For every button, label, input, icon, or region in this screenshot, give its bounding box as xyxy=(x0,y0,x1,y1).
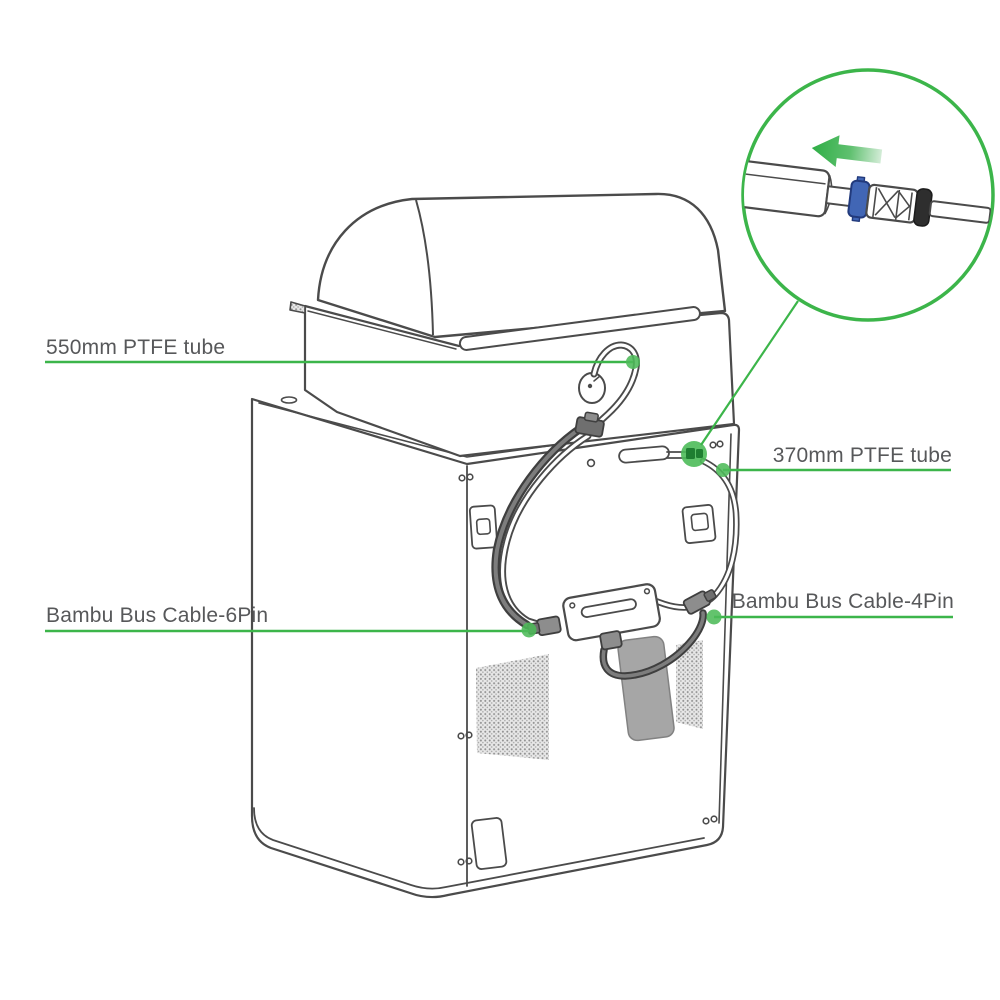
vent-grille-left xyxy=(476,654,549,760)
cable-clip xyxy=(574,411,605,438)
ams-dome xyxy=(316,192,727,339)
dot-550 xyxy=(626,355,640,369)
label-bambu-bus-cable-4pin: Bambu Bus Cable-4Pin xyxy=(731,590,954,613)
dot-6pin xyxy=(521,622,537,638)
hub-bottom-port xyxy=(599,630,623,651)
label-370mm-ptfe-tube: 370mm PTFE tube xyxy=(772,444,952,467)
hub-slot xyxy=(580,598,637,618)
annotations xyxy=(45,300,953,638)
cabinet-outline xyxy=(250,397,741,899)
connector-highlight xyxy=(681,441,707,467)
detail-inset xyxy=(741,68,995,322)
dot-4pin xyxy=(706,609,722,625)
latch-plate-left xyxy=(468,504,499,550)
vent-grille-right xyxy=(676,640,703,729)
inset-fitting-body xyxy=(865,183,919,224)
bottom-plate xyxy=(470,817,508,870)
ptfe-port xyxy=(578,372,606,404)
label-bambu-bus-cable-6pin: Bambu Bus Cable-6Pin xyxy=(46,604,269,627)
latch-plate-right xyxy=(681,504,717,544)
dome-endcap-line xyxy=(415,199,434,336)
dot-370 xyxy=(716,463,730,477)
connector-4pin xyxy=(682,589,717,615)
printer-cabinet xyxy=(250,396,741,899)
inset-leader-line xyxy=(700,300,799,446)
inset-blue-collar xyxy=(847,176,871,222)
direction-arrow-icon xyxy=(811,135,883,168)
ams-hub xyxy=(527,583,717,651)
ams-lid-lip xyxy=(458,306,701,351)
label-550mm-ptfe-tube: 550mm PTFE tube xyxy=(46,336,226,359)
ptfe-tube-550 xyxy=(499,341,640,631)
screws xyxy=(457,440,724,866)
